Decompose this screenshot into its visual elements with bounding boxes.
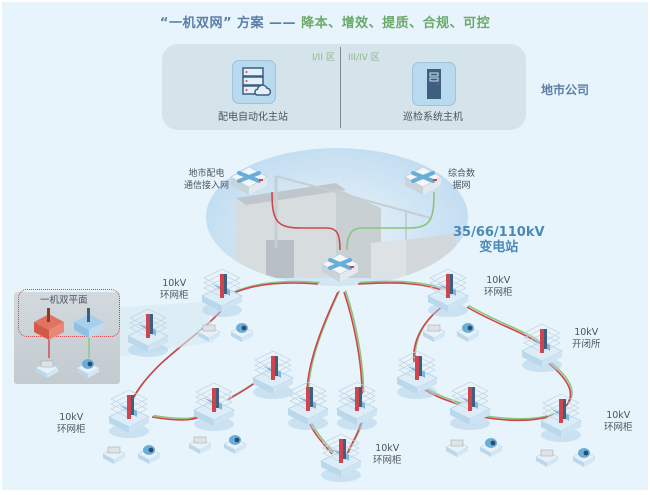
substation-voltage: 35/66/110kV bbox=[453, 225, 545, 240]
network-label-line1: 地市配电 bbox=[188, 169, 225, 179]
dtu-device bbox=[197, 324, 221, 342]
dtu-device bbox=[188, 436, 212, 454]
camera-device bbox=[479, 438, 503, 457]
network-topology bbox=[34, 166, 596, 482]
uplink-distribution-network bbox=[271, 191, 341, 251]
label-voltage: 10kV bbox=[375, 443, 400, 454]
dtu-device bbox=[535, 449, 559, 467]
dual-plane-title: 一机双平面 bbox=[40, 295, 88, 306]
substation-name: 变电站 bbox=[479, 240, 519, 255]
switch-icon bbox=[404, 166, 442, 195]
title-scheme: “一机双网” 方案 —— bbox=[159, 16, 297, 31]
switch-icon bbox=[230, 166, 268, 195]
label-type: 环网柜 bbox=[160, 290, 189, 301]
network-label-line1: 综合数 bbox=[448, 169, 476, 179]
camera-device bbox=[137, 445, 161, 464]
link-core-center-right bbox=[343, 290, 365, 395]
zone-divider bbox=[340, 47, 341, 128]
ring-main-unit-upper-left bbox=[201, 268, 243, 317]
system-label-inspection: 巡检系统主机 bbox=[403, 112, 463, 123]
label-ring-right-bottom: 10kV 环网柜 bbox=[604, 410, 633, 434]
label-ring-left-top: 10kV 环网柜 bbox=[160, 278, 189, 302]
network-label-distribution: 地市配电 通信接入网 bbox=[184, 168, 229, 192]
label-ring-center-bottom: 10kV 环网柜 bbox=[373, 443, 402, 467]
switch-icon bbox=[321, 253, 359, 282]
label-switching-station: 10kV 开闭所 bbox=[572, 327, 601, 351]
label-voltage: 10kV bbox=[606, 410, 631, 421]
label-voltage: 10kV bbox=[162, 278, 187, 289]
link-core-ring-left bbox=[231, 280, 320, 295]
label-type: 环网柜 bbox=[373, 455, 402, 466]
ring-main-unit-right-top bbox=[427, 268, 469, 317]
ring-main-unit-center-right bbox=[336, 381, 378, 430]
ring-main-unit-right-mid bbox=[396, 350, 438, 399]
ring-main-unit-center-bottom bbox=[320, 433, 362, 482]
camera-device bbox=[230, 323, 254, 342]
city-company-label: 地市公司 bbox=[541, 83, 590, 97]
label-type: 开闭所 bbox=[572, 339, 601, 350]
label-ring-left-bottom: 10kV 环网柜 bbox=[57, 412, 86, 436]
title-benefits: 降本、增效、提质、合规、可控 bbox=[301, 16, 491, 31]
dual-plane-modules bbox=[34, 308, 104, 358]
page-title: “一机双网” 方案 —— 降本、增效、提质、合规、可控 bbox=[2, 12, 648, 31]
dtu-device bbox=[102, 446, 126, 464]
ring-main-unit-left-bottom bbox=[108, 389, 150, 438]
server-tower-icon bbox=[412, 62, 456, 106]
label-voltage: 10kV bbox=[486, 275, 511, 286]
ring-main-unit-mid-left bbox=[252, 350, 294, 399]
zone-label-3-4: III/IV 区 bbox=[348, 53, 380, 63]
camera-device bbox=[456, 323, 480, 342]
ring-main-cabinet-illustration bbox=[14, 292, 120, 384]
link-core-center-left bbox=[306, 290, 341, 395]
city-company-panel: I/II 区 III/IV 区 配电自动化主站 巡检系统主机 bbox=[162, 44, 526, 130]
link-core-ring-right bbox=[357, 280, 449, 293]
label-voltage: 10kV bbox=[59, 412, 84, 423]
system-label-dms: 配电自动化主站 bbox=[218, 112, 288, 123]
dtu-device bbox=[35, 360, 59, 378]
switching-station bbox=[521, 323, 563, 372]
label-type: 环网柜 bbox=[604, 422, 633, 433]
label-ring-right-top: 10kV 环网柜 bbox=[484, 275, 513, 299]
camera-device bbox=[223, 435, 247, 454]
ring-main-unit-left-top bbox=[127, 308, 169, 357]
camera-device bbox=[76, 359, 100, 378]
ring-main-unit-mid-bottom-left bbox=[193, 382, 235, 431]
ring-main-unit-center-left bbox=[287, 381, 329, 430]
dual-plane-highlight bbox=[18, 289, 120, 337]
diagram-canvas: “一机双网” 方案 —— 降本、增效、提质、合规、可控 I/II 区 III/I… bbox=[2, 2, 648, 490]
ring-main-unit-far-right bbox=[540, 393, 582, 442]
ring-main-unit-right-bottom bbox=[449, 381, 491, 430]
uplink-integrated-data-network bbox=[346, 191, 435, 251]
substation-label: 35/66/110kV 变电站 bbox=[453, 225, 545, 255]
label-type: 环网柜 bbox=[57, 424, 86, 435]
server-cloud-icon bbox=[232, 60, 276, 104]
network-label-line2: 通信接入网 bbox=[184, 181, 230, 191]
label-type: 环网柜 bbox=[484, 287, 513, 298]
camera-device bbox=[572, 448, 596, 467]
zone-label-1-2: I/II 区 bbox=[312, 53, 335, 63]
network-label-integrated: 综合数 据网 bbox=[448, 168, 475, 192]
label-voltage: 10kV bbox=[574, 327, 599, 338]
network-label-line2: 据网 bbox=[452, 181, 471, 191]
dtu-device bbox=[422, 324, 446, 342]
dtu-device bbox=[445, 439, 469, 457]
